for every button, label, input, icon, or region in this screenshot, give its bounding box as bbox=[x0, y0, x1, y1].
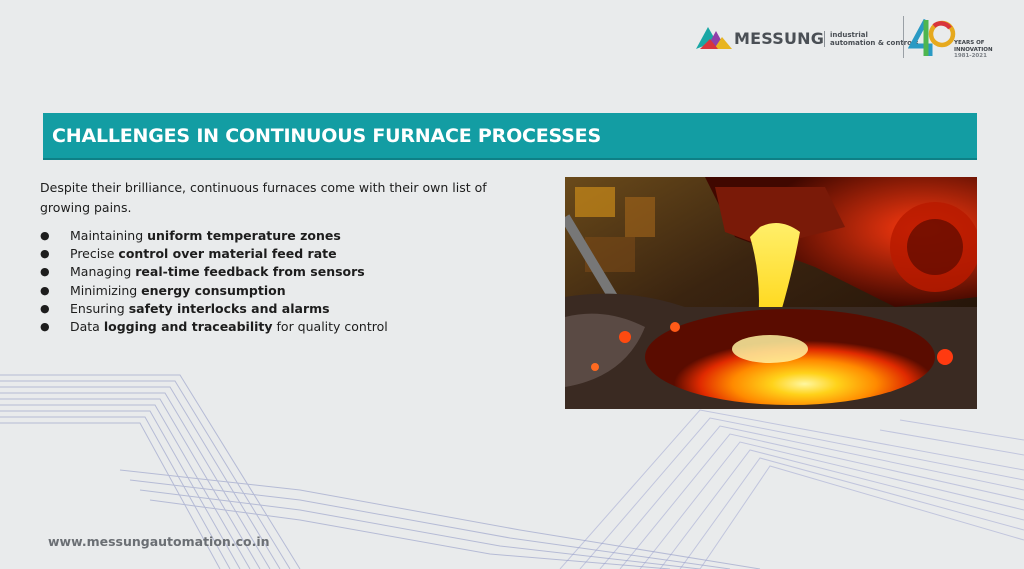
intro-paragraph: Despite their brilliance, continuous fur… bbox=[40, 180, 487, 215]
list-item: ●Ensuring safety interlocks and alarms bbox=[40, 300, 330, 316]
list-item: ●Managing real-time feedback from sensor… bbox=[40, 264, 365, 280]
anniversary-40-logo: 40 bbox=[908, 18, 956, 56]
slide-title: CHALLENGES IN CONTINUOUS FURNACE PROCESS… bbox=[52, 125, 601, 147]
title-bar: CHALLENGES IN CONTINUOUS FURNACE PROCESS… bbox=[43, 113, 977, 160]
list-item: ●Maintaining uniform temperature zones bbox=[40, 228, 341, 243]
list-item: ●Data logging and traceability for quali… bbox=[40, 319, 388, 335]
website-url[interactable]: www.messungautomation.co.in bbox=[48, 534, 270, 549]
list-item: ●Minimizing energy consumption bbox=[40, 282, 286, 298]
molten-metal-image bbox=[565, 177, 977, 409]
challenges-list: ●Maintaining uniform temperature zones ●… bbox=[40, 227, 540, 336]
anniversary-text: YEARS OF INNOVATION 1981-2021 bbox=[954, 40, 993, 59]
brand-logo: MESSUNG industrial automation & controls… bbox=[696, 16, 1006, 62]
logo-divider bbox=[903, 16, 904, 58]
messung-triangle-icon bbox=[696, 27, 732, 49]
brand-tagline: industrial automation & controls bbox=[824, 31, 919, 47]
list-item: ●Precise control over material feed rate bbox=[40, 246, 337, 262]
brand-name: MESSUNG bbox=[734, 29, 825, 48]
